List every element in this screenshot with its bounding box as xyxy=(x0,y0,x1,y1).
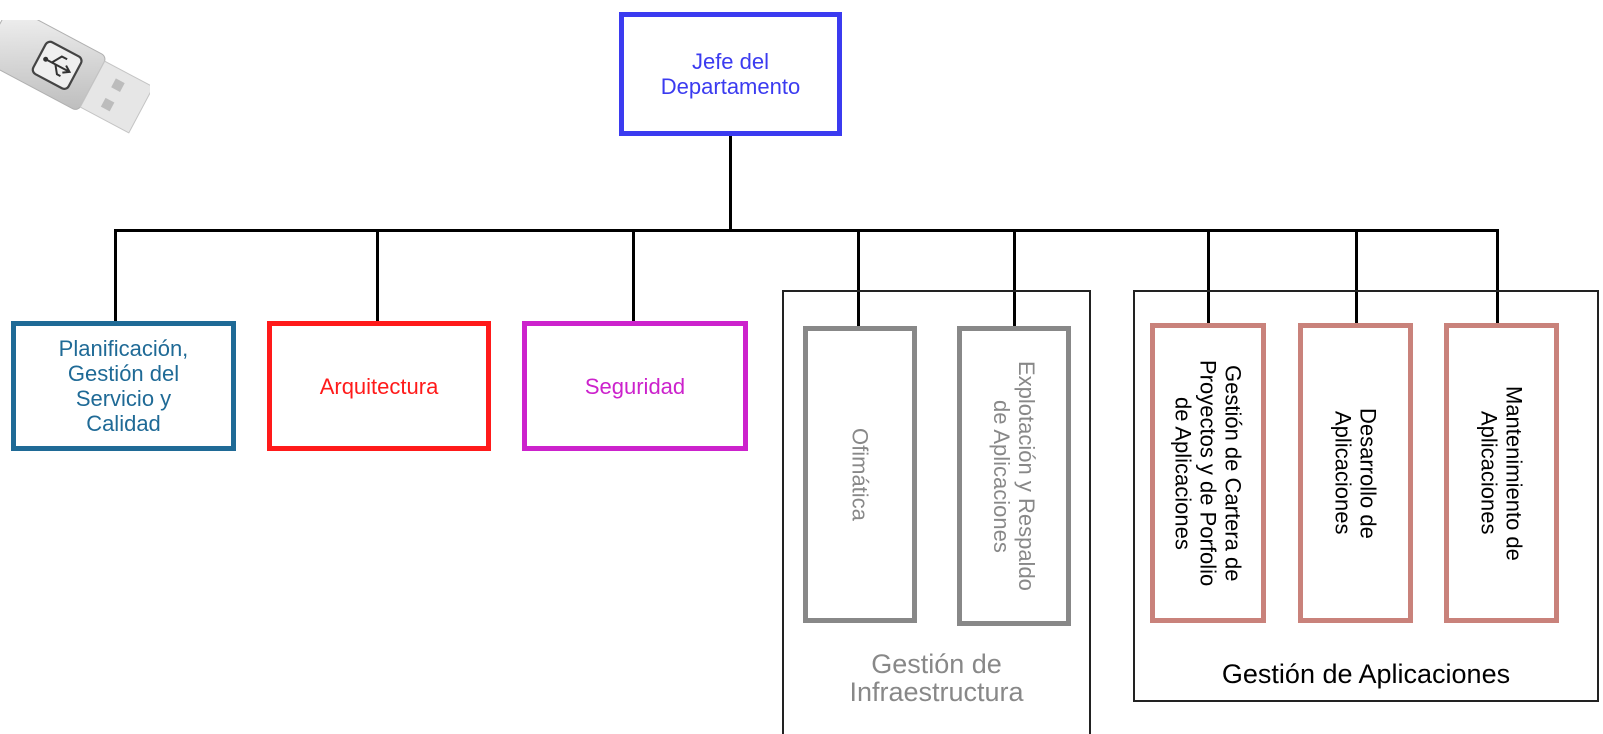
mantenimiento-label: Mantenimiento de Aplicaciones xyxy=(1476,385,1527,561)
ofimatica-box: Ofimática xyxy=(803,326,917,623)
security-label: Seguridad xyxy=(584,373,686,399)
infrastructure-group-label: Gestión de Infraestructura xyxy=(849,649,1024,707)
connector-architecture xyxy=(376,229,379,324)
planning-box: Planificación, Gestión del Servicio y Ca… xyxy=(11,321,236,451)
architecture-box: Arquitectura xyxy=(267,321,491,451)
connector-security xyxy=(632,229,635,324)
connector-head-stem xyxy=(729,136,732,231)
connector-horizontal-bar xyxy=(114,229,1499,232)
connector-mantenimiento xyxy=(1496,229,1499,325)
infrastructure-group-frame xyxy=(782,290,1091,734)
head-box: Jefe del Departamento xyxy=(619,12,842,136)
applications-group-frame xyxy=(1133,290,1599,702)
explotacion-label: Explotación y Respaldo de Aplicaciones xyxy=(989,361,1039,591)
ofimatica-label: Ofimática xyxy=(847,428,873,521)
connector-ofimatica xyxy=(857,229,860,328)
connector-planning xyxy=(114,229,117,324)
explotacion-box: Explotación y Respaldo de Aplicaciones xyxy=(957,326,1071,626)
planning-label: Planificación, Gestión del Servicio y Ca… xyxy=(58,336,189,436)
applications-group-label: Gestión de Aplicaciones xyxy=(1221,659,1511,689)
mantenimiento-box: Mantenimiento de Aplicaciones xyxy=(1444,323,1559,623)
architecture-label: Arquitectura xyxy=(319,373,439,399)
cartera-label: Gestión de Cartera de Proyectos y de Por… xyxy=(1170,359,1246,587)
connector-cartera xyxy=(1207,229,1210,325)
connector-desarrollo xyxy=(1355,229,1358,325)
desarrollo-box: Desarrollo de Aplicaciones xyxy=(1298,323,1413,623)
desarrollo-label: Desarrollo de Aplicaciones xyxy=(1330,407,1381,539)
usb-drive-icon xyxy=(0,20,150,134)
cartera-box: Gestión de Cartera de Proyectos y de Por… xyxy=(1150,323,1266,623)
connector-explotacion xyxy=(1013,229,1016,329)
security-box: Seguridad xyxy=(522,321,748,451)
head-label: Jefe del Departamento xyxy=(660,49,801,99)
